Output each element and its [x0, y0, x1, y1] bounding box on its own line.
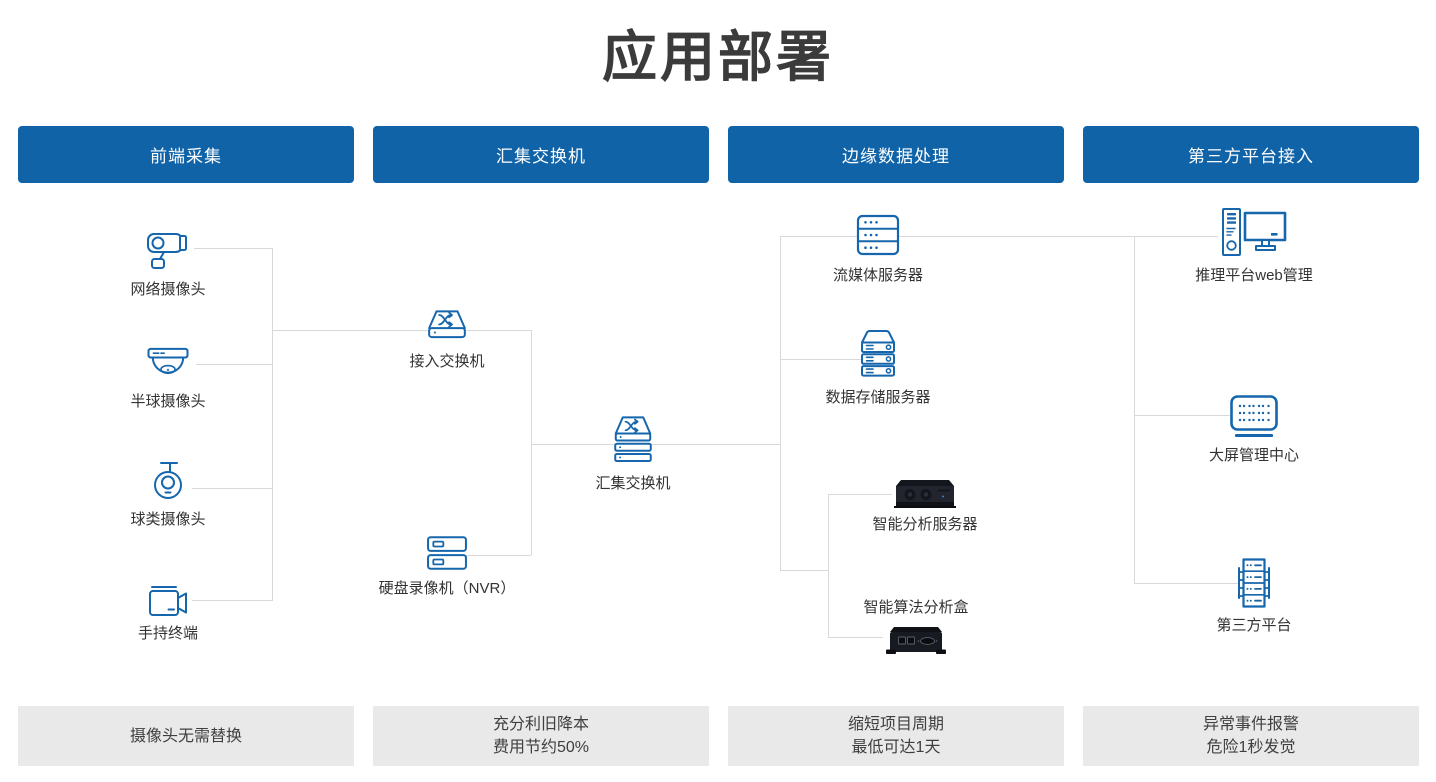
node-label: 流媒体服务器 [832, 267, 923, 284]
inference-web-icon [1219, 206, 1289, 260]
benefit-line: 危险1秒发觉 [1206, 739, 1296, 756]
streaming-server-icon [851, 210, 905, 260]
access-switch-icon [421, 304, 473, 346]
node-aggregation-switch: 汇集交换机 [543, 412, 723, 493]
header-third-party-access: 第三方平台接入 [1083, 126, 1419, 183]
node-nvr: 硬盘录像机（NVR） [357, 533, 537, 598]
big-screen-icon [1226, 392, 1282, 437]
benefit-card-reuse: 充分利旧降本 费用节约50% [373, 706, 709, 766]
node-label: 接入交换机 [409, 353, 485, 370]
connector-line [465, 555, 531, 556]
connector-line [531, 444, 614, 445]
connector-line [828, 494, 892, 495]
dome-camera-icon [142, 342, 194, 386]
header-edge-processing: 边缘数据处理 [728, 126, 1064, 183]
node-storage-server: 数据存储服务器 [788, 326, 968, 407]
connector-line [828, 637, 883, 638]
benefit-line: 缩短项目周期 [847, 716, 944, 733]
connector-line [194, 248, 272, 249]
node-ptz-camera: 球类摄像头 [78, 458, 258, 529]
benefit-line: 异常事件报警 [1202, 716, 1299, 733]
page-title: 应用部署 [601, 26, 834, 88]
analysis-box-image [886, 627, 946, 654]
storage-server-icon [850, 326, 906, 382]
benefit-line: 摄像头无需替换 [129, 727, 242, 745]
node-label: 智能分析服务器 [872, 516, 978, 533]
node-third-party: 第三方平台 [1164, 556, 1344, 635]
node-label: 智能算法分析盒 [863, 599, 969, 616]
header-frontend-capture: 前端采集 [18, 126, 354, 183]
connector-line [1134, 236, 1135, 583]
node-big-screen: 大屏管理中心 [1164, 392, 1344, 465]
benefit-line: 最低可达1天 [851, 739, 941, 756]
connector-line [648, 444, 780, 445]
node-label: 半球摄像头 [130, 393, 206, 410]
node-access-switch: 接入交换机 [357, 304, 537, 371]
aggregation-switch-icon [607, 412, 659, 468]
node-label: 数据存储服务器 [825, 389, 931, 406]
node-label: 第三方平台 [1216, 617, 1292, 634]
benefit-card-cycle: 缩短项目周期 最低可达1天 [728, 706, 1064, 766]
connector-line [464, 330, 531, 331]
connector-line [272, 330, 430, 331]
ptz-camera-icon [144, 458, 192, 504]
benefit-line: 充分利旧降本 [492, 716, 589, 733]
nvr-icon [421, 533, 473, 573]
connector-line [828, 494, 829, 637]
third-party-icon [1226, 556, 1282, 610]
node-analysis-box: 智能算法分析盒 [826, 596, 1006, 659]
connector-line [780, 236, 1218, 237]
node-label: 球类摄像头 [130, 511, 206, 528]
connector-line [1134, 583, 1238, 584]
node-analysis-server: 智能分析服务器 [835, 479, 1015, 534]
connector-line [780, 359, 861, 360]
node-label: 手持终端 [137, 625, 198, 642]
node-dome-camera: 半球摄像头 [78, 342, 258, 411]
node-network-camera: 网络摄像头 [78, 226, 258, 299]
connector-line [192, 600, 272, 601]
node-inference-web: 推理平台web管理 [1164, 206, 1344, 285]
node-handheld-terminal: 手持终端 [78, 582, 258, 643]
benefit-line: 费用节约50% [492, 739, 590, 756]
node-label: 大屏管理中心 [1208, 447, 1299, 464]
node-label: 汇集交换机 [595, 475, 671, 492]
connector-line [780, 236, 781, 570]
node-label: 网络摄像头 [130, 281, 206, 298]
benefit-card-frontend: 摄像头无需替换 [18, 706, 354, 766]
node-label: 推理平台web管理 [1195, 267, 1313, 284]
handheld-terminal-icon [145, 582, 191, 618]
connector-line [531, 330, 532, 555]
benefit-card-alarm: 异常事件报警 危险1秒发觉 [1083, 706, 1419, 766]
connector-line [1134, 415, 1230, 416]
connector-line [192, 488, 272, 489]
analysis-server-image [894, 480, 956, 508]
header-aggregation-switch: 汇集交换机 [373, 126, 709, 183]
connector-line [196, 364, 272, 365]
connector-line [780, 570, 828, 571]
node-label: 硬盘录像机（NVR） [378, 580, 516, 597]
node-streaming-server: 流媒体服务器 [788, 210, 968, 285]
connector-line [272, 248, 273, 601]
network-camera-icon [142, 226, 194, 274]
